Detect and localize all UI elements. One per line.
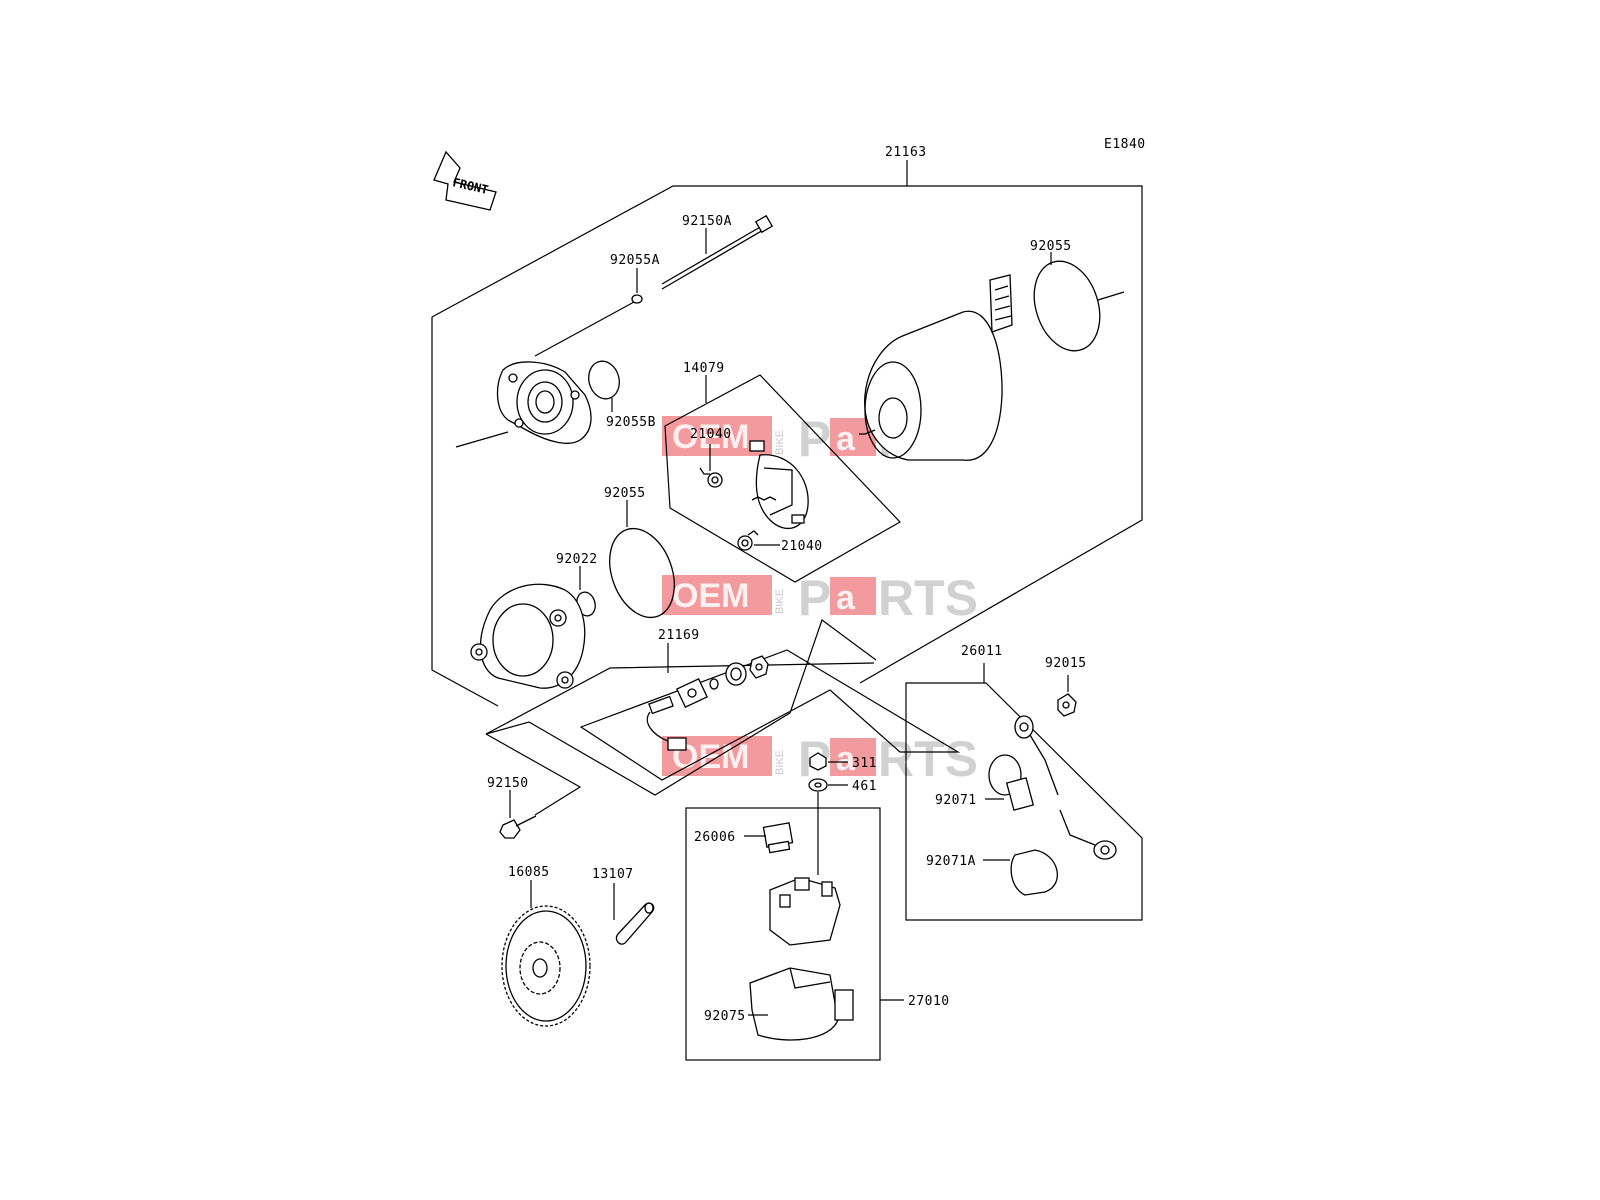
- terminal-set-outline-b: [485, 619, 877, 796]
- brush-spring-21040-a[interactable]: [699, 467, 723, 488]
- part-label-92015[interactable]: 92015: [1045, 656, 1087, 671]
- watermark-rts: RTS: [878, 570, 978, 626]
- watermark-bike: BIKE: [774, 750, 786, 775]
- watermark-p: P: [798, 570, 831, 626]
- relay-cover-92075[interactable]: [749, 967, 854, 1041]
- part-label-26006[interactable]: 26006: [694, 830, 736, 845]
- part-label-92055A[interactable]: 92055A: [610, 253, 660, 268]
- part-label-14079[interactable]: 14079: [683, 361, 725, 376]
- front-cover-part[interactable]: [496, 361, 592, 444]
- part-label-13107[interactable]: 13107: [592, 867, 634, 882]
- starter-relay-outline-27010: [685, 807, 881, 1061]
- washer-461[interactable]: [808, 778, 828, 792]
- part-label-26011[interactable]: 26011: [961, 644, 1003, 659]
- terminal-set-outline-a: [485, 662, 875, 735]
- part-label-21163[interactable]: 21163: [885, 145, 927, 160]
- lead-wire-outline-26011: [905, 682, 1143, 921]
- part-label-311[interactable]: 311: [852, 756, 877, 771]
- fuse-26006[interactable]: [762, 822, 794, 854]
- watermark-a: a: [836, 740, 856, 778]
- bolt-92150-leader: [485, 733, 582, 816]
- part-label-92075[interactable]: 92075: [704, 1009, 746, 1024]
- terminal-set-outline-c: [579, 649, 961, 781]
- starter-cable-part[interactable]: [1014, 715, 1117, 860]
- brush-spring-21040-b[interactable]: [737, 530, 759, 551]
- watermark-oem: OEM: [672, 577, 749, 615]
- watermark-rts: RTS: [878, 731, 978, 787]
- watermark-bike: BIKE: [774, 430, 786, 455]
- part-label-27010[interactable]: 27010: [908, 994, 950, 1009]
- o-ring-92055B[interactable]: [585, 358, 624, 402]
- brush-plate-part[interactable]: [749, 440, 809, 529]
- armature-yoke-part[interactable]: [859, 274, 1013, 461]
- rear-cover-part[interactable]: [470, 583, 586, 689]
- cap-92071A[interactable]: [1010, 849, 1058, 896]
- part-label-21040-a[interactable]: 21040: [690, 427, 732, 442]
- watermark-oem: OEM: [672, 418, 749, 456]
- part-label-92055-mid[interactable]: 92055: [604, 486, 646, 501]
- terminal-bolt-parts[interactable]: [646, 655, 769, 751]
- part-label-461[interactable]: 461: [852, 779, 877, 794]
- front-arrow-icon: FRONT: [433, 150, 497, 211]
- watermark-2: OEM BIKE P a RTS: [662, 570, 978, 626]
- shaft-13107[interactable]: [615, 902, 655, 945]
- part-label-92071A[interactable]: 92071A: [926, 854, 976, 869]
- starter-motor-assembly-outline: [431, 160, 1143, 707]
- starter-relay-part[interactable]: [769, 877, 841, 946]
- cap-92071[interactable]: [988, 754, 1035, 811]
- nut-92015[interactable]: [1057, 693, 1077, 717]
- through-bolt-92150A[interactable]: [661, 214, 774, 290]
- part-label-92055-top[interactable]: 92055: [1030, 239, 1072, 254]
- watermark-a: a: [836, 420, 856, 458]
- part-label-92150A[interactable]: 92150A: [682, 214, 732, 229]
- brush-holder-outline-14079: [664, 374, 901, 583]
- bolt-92150[interactable]: [499, 815, 537, 839]
- diagram-code: E1840: [1104, 137, 1146, 152]
- part-label-21040-b[interactable]: 21040: [781, 539, 823, 554]
- part-label-92150[interactable]: 92150: [487, 776, 529, 791]
- o-ring-92055-top[interactable]: [1023, 253, 1110, 360]
- part-label-16085[interactable]: 16085: [508, 865, 550, 880]
- watermark-a: a: [836, 579, 856, 617]
- idle-gear-16085[interactable]: [501, 905, 591, 1027]
- o-ring-92055-mid[interactable]: [598, 520, 686, 627]
- part-label-92071[interactable]: 92071: [935, 793, 977, 808]
- part-label-92055B[interactable]: 92055B: [606, 415, 656, 430]
- watermark-bike: BIKE: [774, 589, 786, 614]
- o-ring-92055A[interactable]: [631, 294, 643, 304]
- part-label-21169[interactable]: 21169: [658, 628, 700, 643]
- nut-311[interactable]: [809, 752, 827, 771]
- part-label-92022[interactable]: 92022: [556, 552, 598, 567]
